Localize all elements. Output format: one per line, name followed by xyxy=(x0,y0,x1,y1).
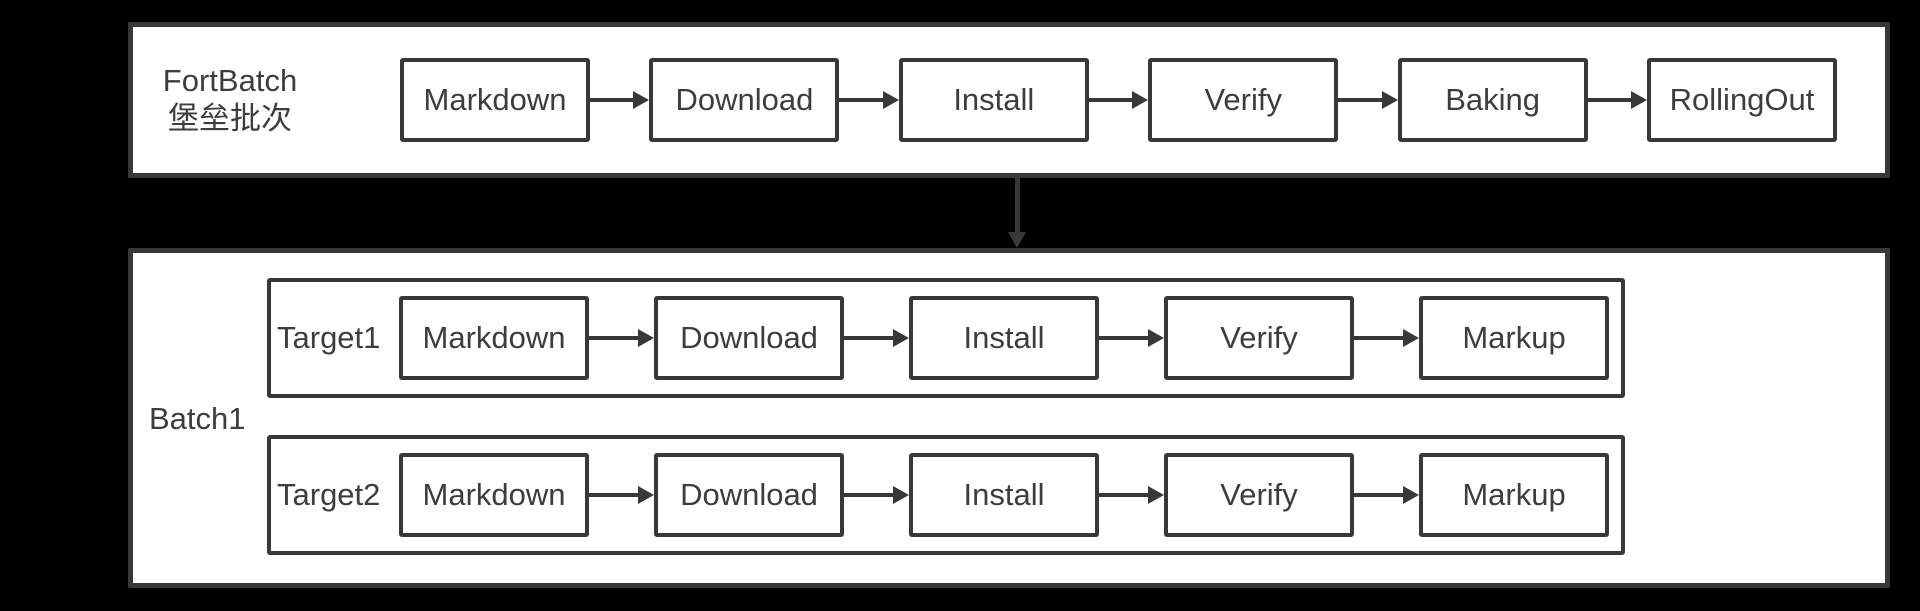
arrow-right-icon xyxy=(1587,91,1647,109)
stage-label: Baking xyxy=(1445,82,1541,117)
stage-box-verify: Verify xyxy=(1164,296,1354,380)
stage-label: Download xyxy=(680,477,818,512)
arrow-right-icon xyxy=(839,91,898,109)
stage-label: Markup xyxy=(1462,320,1566,355)
stage-box-markdown: Markdown xyxy=(400,58,590,142)
stage-box-baking: Baking xyxy=(1397,58,1588,142)
stage-label: Install xyxy=(963,320,1045,355)
stage-box-verify: Verify xyxy=(1148,58,1339,142)
stage-box-download: Download xyxy=(649,58,840,142)
fortbatch-label-zh: 堡垒批次 xyxy=(168,101,292,136)
arrow-right-icon xyxy=(589,486,654,504)
arrow-right-icon xyxy=(1099,329,1164,347)
stage-label: RollingOut xyxy=(1669,82,1815,117)
arrow-right-icon xyxy=(589,329,654,347)
stage-box-markup: Markup xyxy=(1419,453,1609,537)
stage-box-install: Install xyxy=(909,296,1099,380)
stage-label: Markdown xyxy=(422,320,566,355)
stage-box-download: Download xyxy=(654,296,844,380)
stage-box-rollingout: RollingOut xyxy=(1647,58,1838,142)
batch1-label: Batch1 xyxy=(149,401,246,436)
target2-row: Target2 Markdown Download Install Verify… xyxy=(267,435,1625,555)
stage-box-install: Install xyxy=(909,453,1099,537)
arrow-right-icon xyxy=(1354,329,1419,347)
stage-label: Install xyxy=(963,477,1045,512)
stage-box-install: Install xyxy=(898,58,1089,142)
stage-box-markdown: Markdown xyxy=(399,453,589,537)
stage-label: Verify xyxy=(1220,320,1298,355)
arrow-down-icon xyxy=(1006,178,1028,248)
stage-label: Verify xyxy=(1204,82,1282,117)
stage-label: Markdown xyxy=(423,82,567,117)
arrow-right-icon xyxy=(590,91,649,109)
fortbatch-label-en: FortBatch xyxy=(162,63,298,99)
fortbatch-label: FortBatch 堡垒批次 xyxy=(145,62,315,138)
batch1-panel: Batch1 Target1 Markdown Download Install… xyxy=(128,248,1890,588)
target2-label: Target2 xyxy=(277,477,381,512)
arrow-right-icon xyxy=(1099,486,1164,504)
stage-box-verify: Verify xyxy=(1164,453,1354,537)
stage-label: Markup xyxy=(1462,477,1566,512)
fortbatch-panel: FortBatch 堡垒批次 Markdown Download Install… xyxy=(128,22,1890,178)
arrow-right-icon xyxy=(1088,91,1148,109)
stage-label: Verify xyxy=(1220,477,1298,512)
stage-label: Install xyxy=(953,82,1035,117)
stage-box-download: Download xyxy=(654,453,844,537)
arrow-right-icon xyxy=(1338,91,1397,109)
arrow-right-icon xyxy=(844,329,909,347)
arrow-right-icon xyxy=(844,486,909,504)
stage-label: Download xyxy=(675,82,814,117)
stage-box-markup: Markup xyxy=(1419,296,1609,380)
stage-box-markdown: Markdown xyxy=(399,296,589,380)
target1-label: Target1 xyxy=(277,320,381,355)
arrow-right-icon xyxy=(1354,486,1419,504)
target1-row: Target1 Markdown Download Install Verify… xyxy=(267,278,1625,398)
stage-label: Markdown xyxy=(422,477,566,512)
stage-label: Download xyxy=(680,320,818,355)
